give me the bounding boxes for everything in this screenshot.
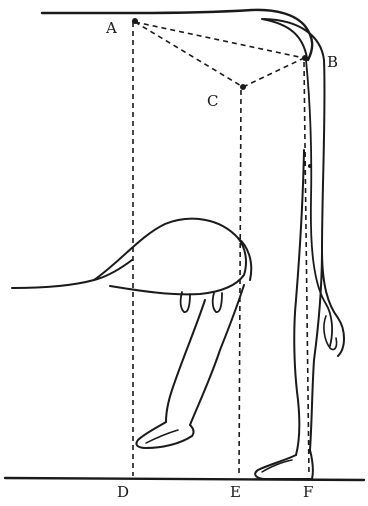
label-c: C xyxy=(207,92,218,110)
point-a-dot xyxy=(132,18,138,24)
udder xyxy=(94,219,246,295)
front-leg-front-line xyxy=(190,285,244,425)
tail-mark-dot xyxy=(308,164,312,168)
label-b: B xyxy=(327,53,338,71)
point-b-dot xyxy=(302,55,308,61)
plumb-line-b-f xyxy=(304,62,309,476)
label-e: E xyxy=(230,483,241,501)
label-d: D xyxy=(117,483,129,501)
plumb-line-c-e xyxy=(239,90,241,476)
topline xyxy=(42,10,312,60)
rear-leg-back-line xyxy=(294,150,304,455)
dashed-line-a-c xyxy=(135,22,243,87)
label-f: F xyxy=(303,483,313,501)
dashed-line-c-b xyxy=(243,58,304,87)
point-c-dot xyxy=(240,84,246,90)
rump-curve xyxy=(262,19,307,58)
dashed-line-a-b xyxy=(135,22,304,58)
hind-hoof-right xyxy=(255,450,313,479)
teat-right xyxy=(213,293,222,312)
label-a: A xyxy=(105,19,117,37)
